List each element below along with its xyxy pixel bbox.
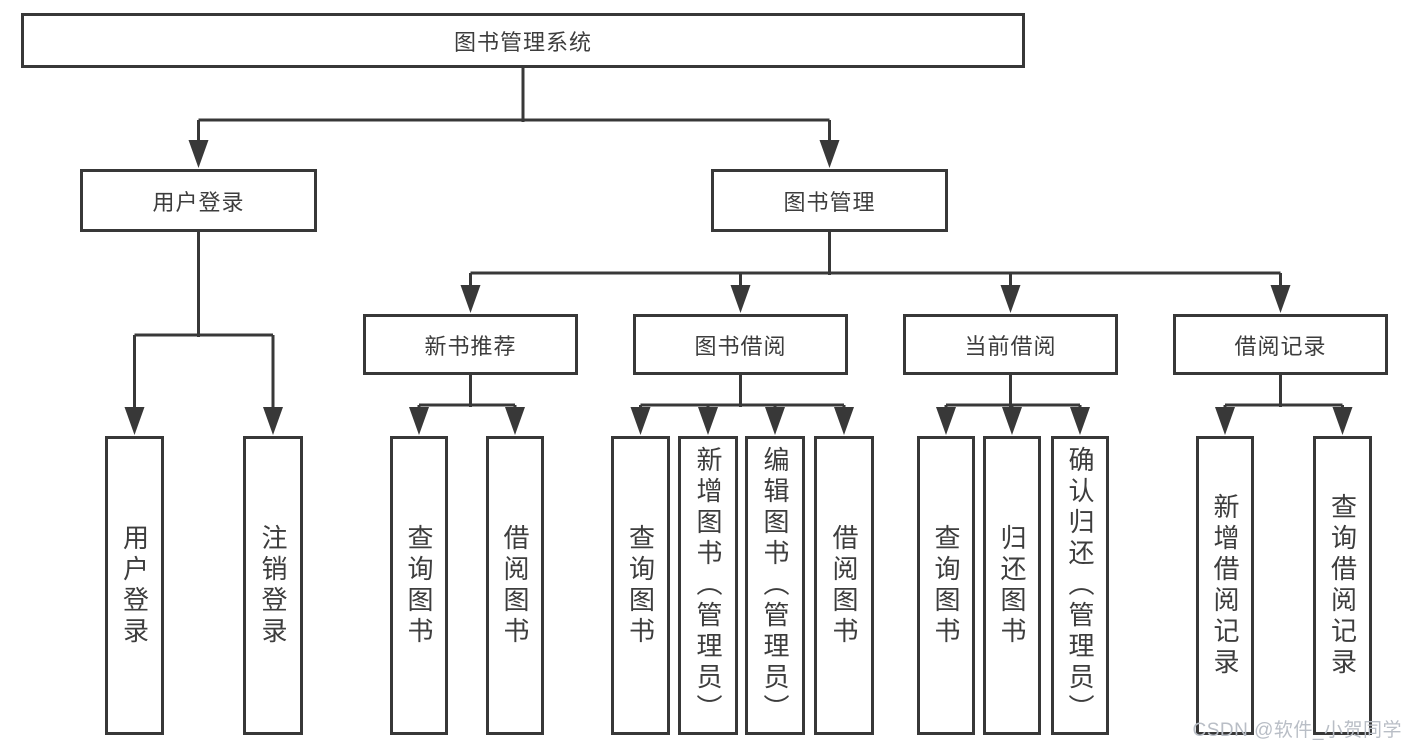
node-label: 编辑图书（管理员） <box>760 446 790 725</box>
node-label: 归还图书 <box>997 523 1027 648</box>
node-label: 借阅图书 <box>500 523 530 648</box>
node-label: 新增借阅记录 <box>1210 492 1240 679</box>
node-current-borrowing: 当前借阅 <box>903 314 1118 375</box>
node-label: 查询借阅记录 <box>1327 492 1358 679</box>
node-user-login-branch: 用户登录 <box>80 169 317 232</box>
node-label: 注销登录 <box>258 523 288 648</box>
arrowheads <box>124 140 1353 435</box>
leaf-return-books: 归还图书 <box>983 436 1041 735</box>
leaf-confirm-return-admin: 确认归还（管理员） <box>1051 436 1109 735</box>
node-label: 用户登录 <box>119 523 150 648</box>
node-book-management-system: 图书管理系统 <box>21 13 1025 68</box>
leaf-user-login: 用户登录 <box>105 436 164 735</box>
node-new-book-recommend: 新书推荐 <box>363 314 578 375</box>
leaf-borrow-books-recommend: 借阅图书 <box>486 436 544 735</box>
leaf-borrow-books-borrowing: 借阅图书 <box>814 436 874 735</box>
node-borrowing-records: 借阅记录 <box>1173 314 1388 375</box>
node-label: 新书推荐 <box>424 333 517 359</box>
node-label: 图书借阅 <box>694 333 787 359</box>
node-label: 新增图书（管理员） <box>693 446 723 725</box>
leaf-query-books-borrowing: 查询图书 <box>611 436 670 735</box>
node-label: 查询图书 <box>625 523 656 648</box>
leaf-add-books-admin: 新增图书（管理员） <box>678 436 738 735</box>
node-book-management-branch: 图书管理 <box>711 169 948 232</box>
node-label: 查询图书 <box>404 523 434 648</box>
node-label: 用户登录 <box>152 189 245 215</box>
node-label: 查询图书 <box>931 523 961 648</box>
node-label: 借阅图书 <box>829 523 859 648</box>
leaf-query-borrow-record: 查询借阅记录 <box>1313 436 1372 735</box>
leaf-edit-books-admin: 编辑图书（管理员） <box>745 436 805 735</box>
watermark: CSDN @软件_小贺同学 <box>1192 720 1402 741</box>
leaf-logout: 注销登录 <box>243 436 303 735</box>
node-label: 当前借阅 <box>964 333 1057 359</box>
node-book-borrowing: 图书借阅 <box>633 314 848 375</box>
node-label: 图书管理系统 <box>453 29 592 55</box>
leaf-query-books-recommend: 查询图书 <box>390 436 448 735</box>
node-label: 确认归还（管理员） <box>1065 446 1095 725</box>
node-label: 借阅记录 <box>1234 333 1327 359</box>
leaf-add-borrow-record: 新增借阅记录 <box>1196 436 1254 735</box>
node-label: 图书管理 <box>783 189 876 215</box>
leaf-query-books-current: 查询图书 <box>917 436 975 735</box>
